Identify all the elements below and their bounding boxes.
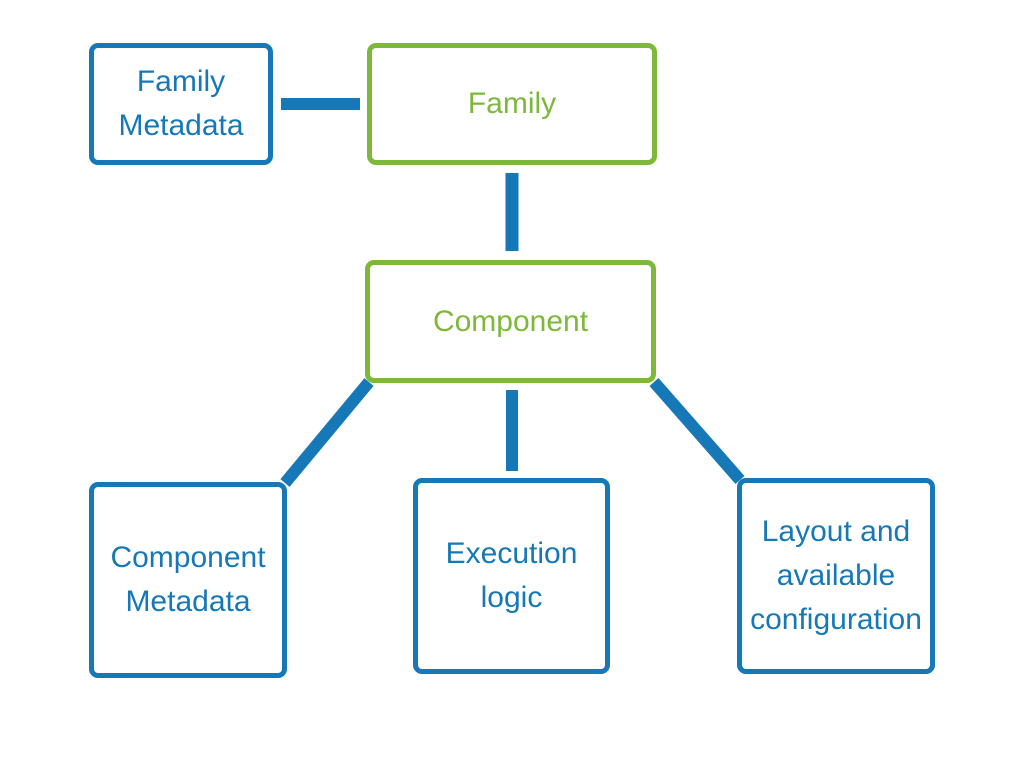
component-metadata-label: Component Metadata <box>110 536 265 624</box>
component-metadata-label-line: Component <box>110 541 266 574</box>
execution-logic-label: Execution logic <box>446 532 578 620</box>
component-label-line: Component <box>432 304 589 338</box>
layout-config-label-line: available <box>776 559 896 592</box>
component-metadata-label-line: Metadata <box>125 585 251 618</box>
family-metadata-label-line: Metadata <box>118 109 244 142</box>
layout-config-label-line: configuration <box>750 603 922 636</box>
component-node: Component <box>365 260 656 383</box>
family-metadata-node: Family Metadata <box>89 43 273 165</box>
family-metadata-label-line: Family <box>136 65 226 98</box>
family-metadata-label: Family Metadata <box>118 60 243 148</box>
layout-config-label: Layout and available configuration <box>750 510 922 642</box>
execution-logic-node: Execution logic <box>413 478 610 674</box>
component-label: Component <box>433 300 588 344</box>
family-label: Family <box>468 82 556 126</box>
execution-logic-label-line: Execution <box>445 537 578 570</box>
component-metadata-node: Component Metadata <box>89 482 287 678</box>
family-node: Family <box>367 43 657 165</box>
connector-component-to-layout-config <box>649 378 745 484</box>
layout-config-node: Layout and available configuration <box>737 478 935 674</box>
execution-logic-label-line: logic <box>480 581 543 614</box>
connector-component-to-component-metadata <box>280 378 374 487</box>
family-label-line: Family <box>467 87 557 120</box>
layout-config-label-line: Layout and <box>761 515 911 548</box>
